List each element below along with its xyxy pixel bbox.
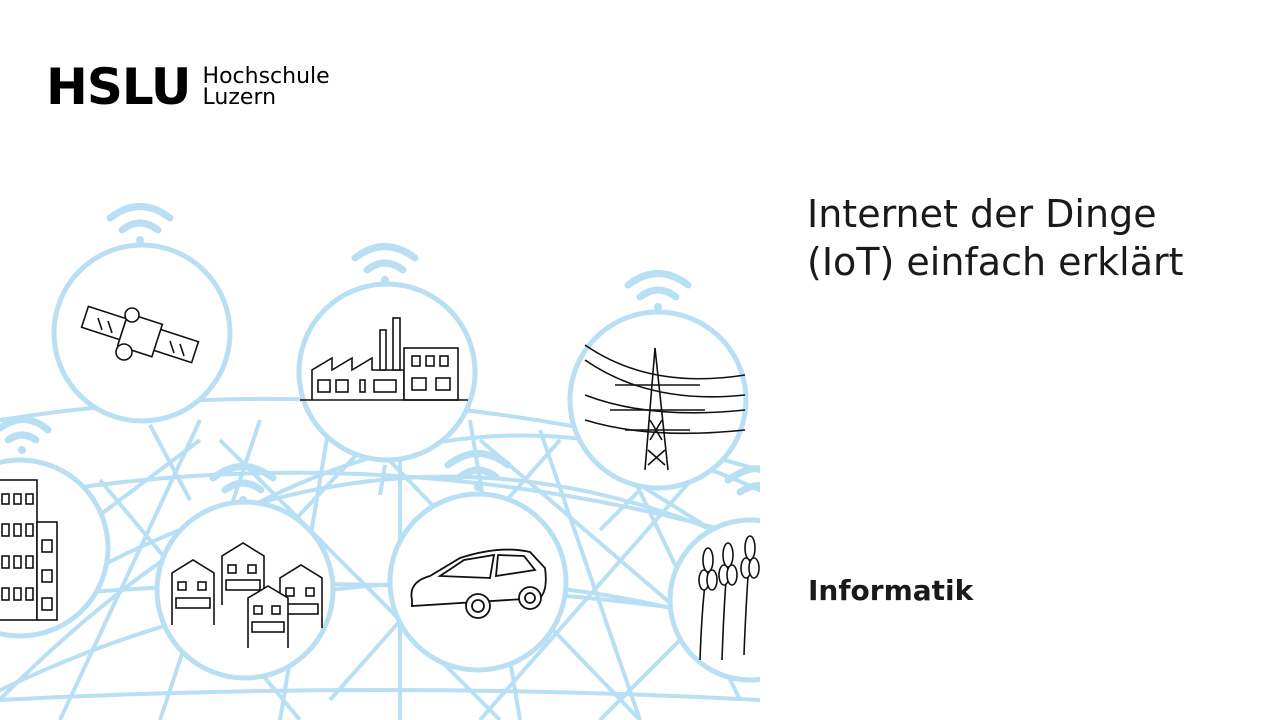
logo-mark: HSLU bbox=[46, 58, 192, 116]
wifi-signal-icon bbox=[0, 203, 760, 504]
logo-line1: Hochschule bbox=[202, 64, 330, 89]
hslu-logo: HSLU Hochschule Luzern bbox=[46, 62, 330, 112]
apartment-building-icon bbox=[0, 479, 58, 621]
department-label: Informatik bbox=[808, 574, 974, 607]
wheat-icon bbox=[698, 535, 760, 661]
logo-text: Hochschule Luzern bbox=[202, 64, 330, 110]
slide-title: Internet der Dinge (IoT) einfach erklärt bbox=[807, 190, 1247, 286]
iot-illustration bbox=[0, 203, 760, 720]
power-pylon-icon bbox=[584, 344, 746, 471]
title-line-2: (IoT) einfach erklärt bbox=[807, 240, 1184, 284]
logo-line2: Luzern bbox=[202, 85, 277, 110]
satellite-icon bbox=[80, 305, 200, 364]
factory-icon bbox=[300, 317, 468, 401]
title-line-1: Internet der Dinge bbox=[807, 192, 1157, 236]
houses-icon bbox=[171, 542, 323, 648]
car-icon bbox=[410, 548, 547, 619]
